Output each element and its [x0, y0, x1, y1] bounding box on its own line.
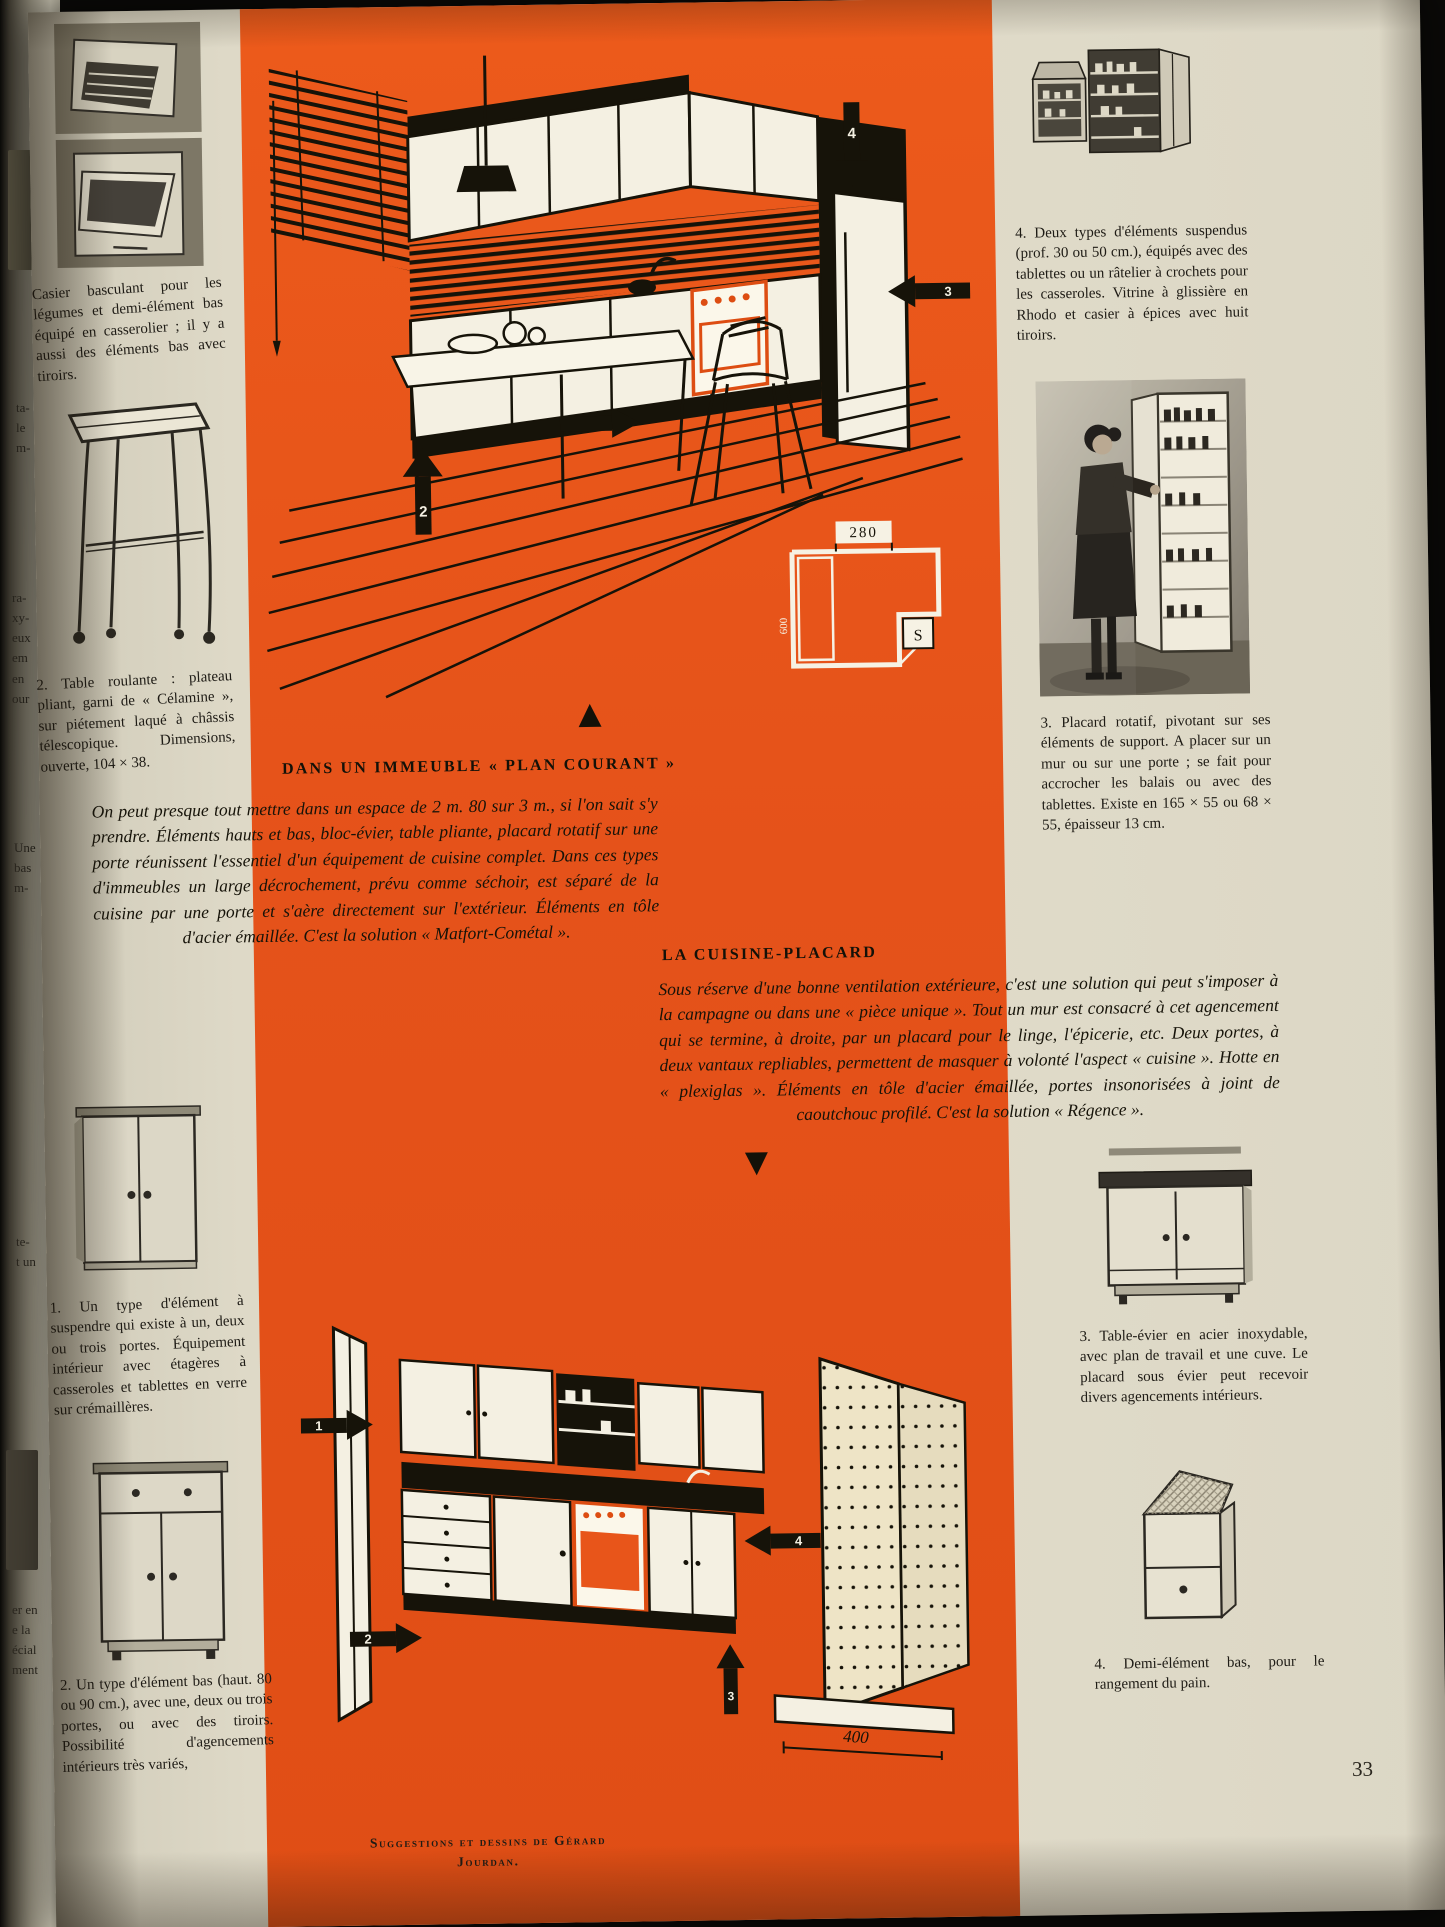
cutoff-text-fragment: Une bas m- — [14, 840, 36, 896]
section2-body: Sous réserve d'une bonne ventilation ext… — [658, 969, 1280, 1125]
section-marker-down: ▼ — [744, 1144, 769, 1180]
page-number: 33 — [1351, 1756, 1374, 1781]
illustrator-credit: Suggestions et dessins de Gérard Jourdan… — [369, 1832, 607, 1870]
arrow-3-icon: 3 — [716, 1644, 745, 1715]
left-page-image-fragment — [6, 1450, 38, 1570]
section2-heading: LA CUISINE-PLACARD — [661, 943, 878, 965]
cutoff-text-fragment: ta- le m- — [16, 400, 31, 456]
bread-bin-illustration — [1141, 1470, 1237, 1620]
caption-bread-bin: 4. Demi-élément bas, pour le rangement d… — [1094, 1653, 1325, 1694]
faucet-icon — [686, 1469, 711, 1484]
plan-room-letter: S — [914, 627, 923, 644]
dimension-label: 400 — [843, 1727, 870, 1747]
caption-rolling-table: 2. Table roulante : plateau pliant, garn… — [36, 668, 236, 776]
section1-body: On peut presque tout mettre dans un espa… — [91, 793, 660, 948]
arrow-4-icon: 4 — [744, 1525, 821, 1556]
cutoff-text-fragment: er en e la écial ment — [12, 1602, 38, 1678]
arrow-number: 4 — [795, 1533, 803, 1548]
arrow-number: 3 — [944, 284, 951, 299]
stove-icon — [690, 279, 770, 397]
rotating-cupboard-photo — [1035, 378, 1251, 697]
pendant-lamp-icon — [483, 55, 488, 166]
arrow-number: 4 — [847, 125, 856, 142]
section-marker-up: ▲ — [578, 696, 602, 732]
caption-wall-cabinets: 4. Deux types d'éléments suspendus (prof… — [1015, 222, 1249, 344]
base-cabinet-illustration — [92, 1460, 229, 1661]
arrow-number: 2 — [419, 504, 428, 521]
cutoff-text-fragment: ra- xy- eux em en our — [12, 590, 31, 706]
arrow-number: 2 — [364, 1632, 371, 1647]
sink-cabinet-illustration — [1098, 1146, 1253, 1305]
caption-hanging-cabinet: 1. Un type d'élément à suspendre qui exi… — [49, 1292, 248, 1419]
caption-sink-cabinet: 3. Table-évier en acier inoxydable, avec… — [1079, 1325, 1309, 1407]
caption-rotating-cupboard: 3. Placard rotatif, pivotant sur ses élé… — [1040, 712, 1272, 834]
arrow-number: 3 — [727, 1689, 734, 1703]
plan-width-label: 280 — [849, 525, 878, 541]
rolling-table-illustration — [67, 402, 216, 644]
magazine-page: Casier basculant pour les légumes et dem… — [27, 0, 1445, 1927]
arrow-2-icon: 2 — [402, 448, 443, 535]
cutoff-text-fragment: te- t un — [16, 1234, 36, 1270]
arrow-number: 1 — [315, 1418, 322, 1433]
caption-tilting-cabinet: Casier basculant pour les légumes et dem… — [31, 274, 227, 385]
cuisine-placard-illustration: 400 1 2 3 4 — [300, 1325, 970, 1761]
caption-base-cabinet: 2. Un type d'élément bas (haut. 80 ou 90… — [59, 1671, 275, 1776]
plan-height-label: 600 — [778, 617, 790, 634]
wall-cabinets-illustration — [1031, 48, 1192, 154]
hanging-cabinet-illustration — [74, 1105, 201, 1271]
floor-plan-diagram: 280 600 S — [778, 520, 942, 669]
blinds-icon — [268, 68, 410, 271]
tilting-bin-cabinet-illustration — [54, 21, 204, 269]
